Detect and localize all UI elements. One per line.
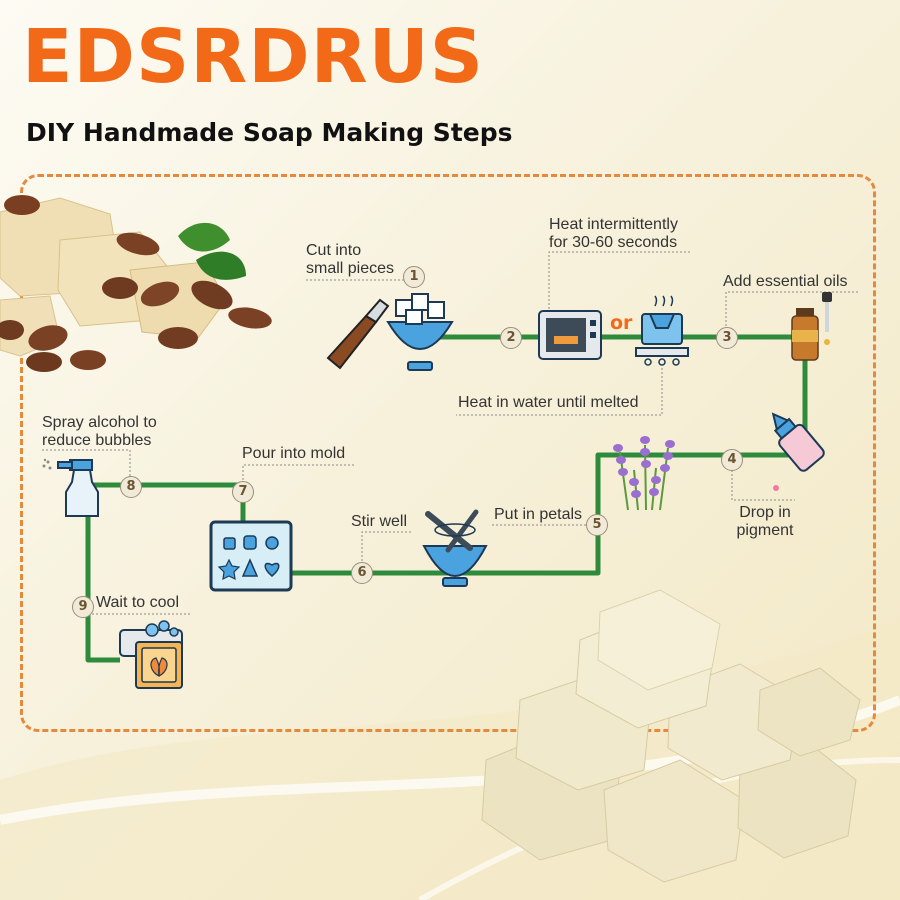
step-2-badge: 2 xyxy=(500,327,522,349)
step-2-alt-label: Heat in water until melted xyxy=(458,394,639,411)
step-4-badge: 4 xyxy=(721,449,743,471)
mortar-bowl-icon xyxy=(422,509,488,587)
step-5-badge: 5 xyxy=(586,514,608,536)
or-connector: or xyxy=(610,312,633,334)
step-6-label: Stir well xyxy=(351,513,408,530)
steps-frame xyxy=(20,174,876,732)
step-7-label: Pour into mold xyxy=(242,445,346,462)
step-8-badge: 8 xyxy=(120,476,142,498)
step-5-label: Put in petals xyxy=(494,506,583,523)
microwave-icon xyxy=(538,310,602,360)
spray-bottle-icon xyxy=(42,458,99,517)
essential-oil-bottle-icon xyxy=(791,292,832,361)
step-6-badge: 6 xyxy=(351,562,373,584)
step-9-badge: 9 xyxy=(72,596,94,618)
step-1-badge: 1 xyxy=(403,266,425,288)
page-subtitle: DIY Handmade Soap Making Steps xyxy=(26,118,513,147)
soap-cubes-image xyxy=(481,589,861,883)
step-3-badge: 3 xyxy=(716,327,738,349)
step-3-label: Add essential oils xyxy=(723,273,848,290)
knife-and-bowl-icon xyxy=(326,293,454,371)
soap-mold-icon xyxy=(209,520,293,592)
soap-bar-icon xyxy=(119,620,183,689)
pigment-bottle-icon xyxy=(771,412,825,491)
step-7-badge: 7 xyxy=(232,481,254,503)
brand-title: EDSRDRUS xyxy=(22,14,485,100)
cocoa-butter-image xyxy=(0,195,272,372)
step-9-label: Wait to cool xyxy=(96,594,179,611)
water-bath-stove-icon xyxy=(635,295,689,366)
lavender-icon xyxy=(613,436,675,511)
